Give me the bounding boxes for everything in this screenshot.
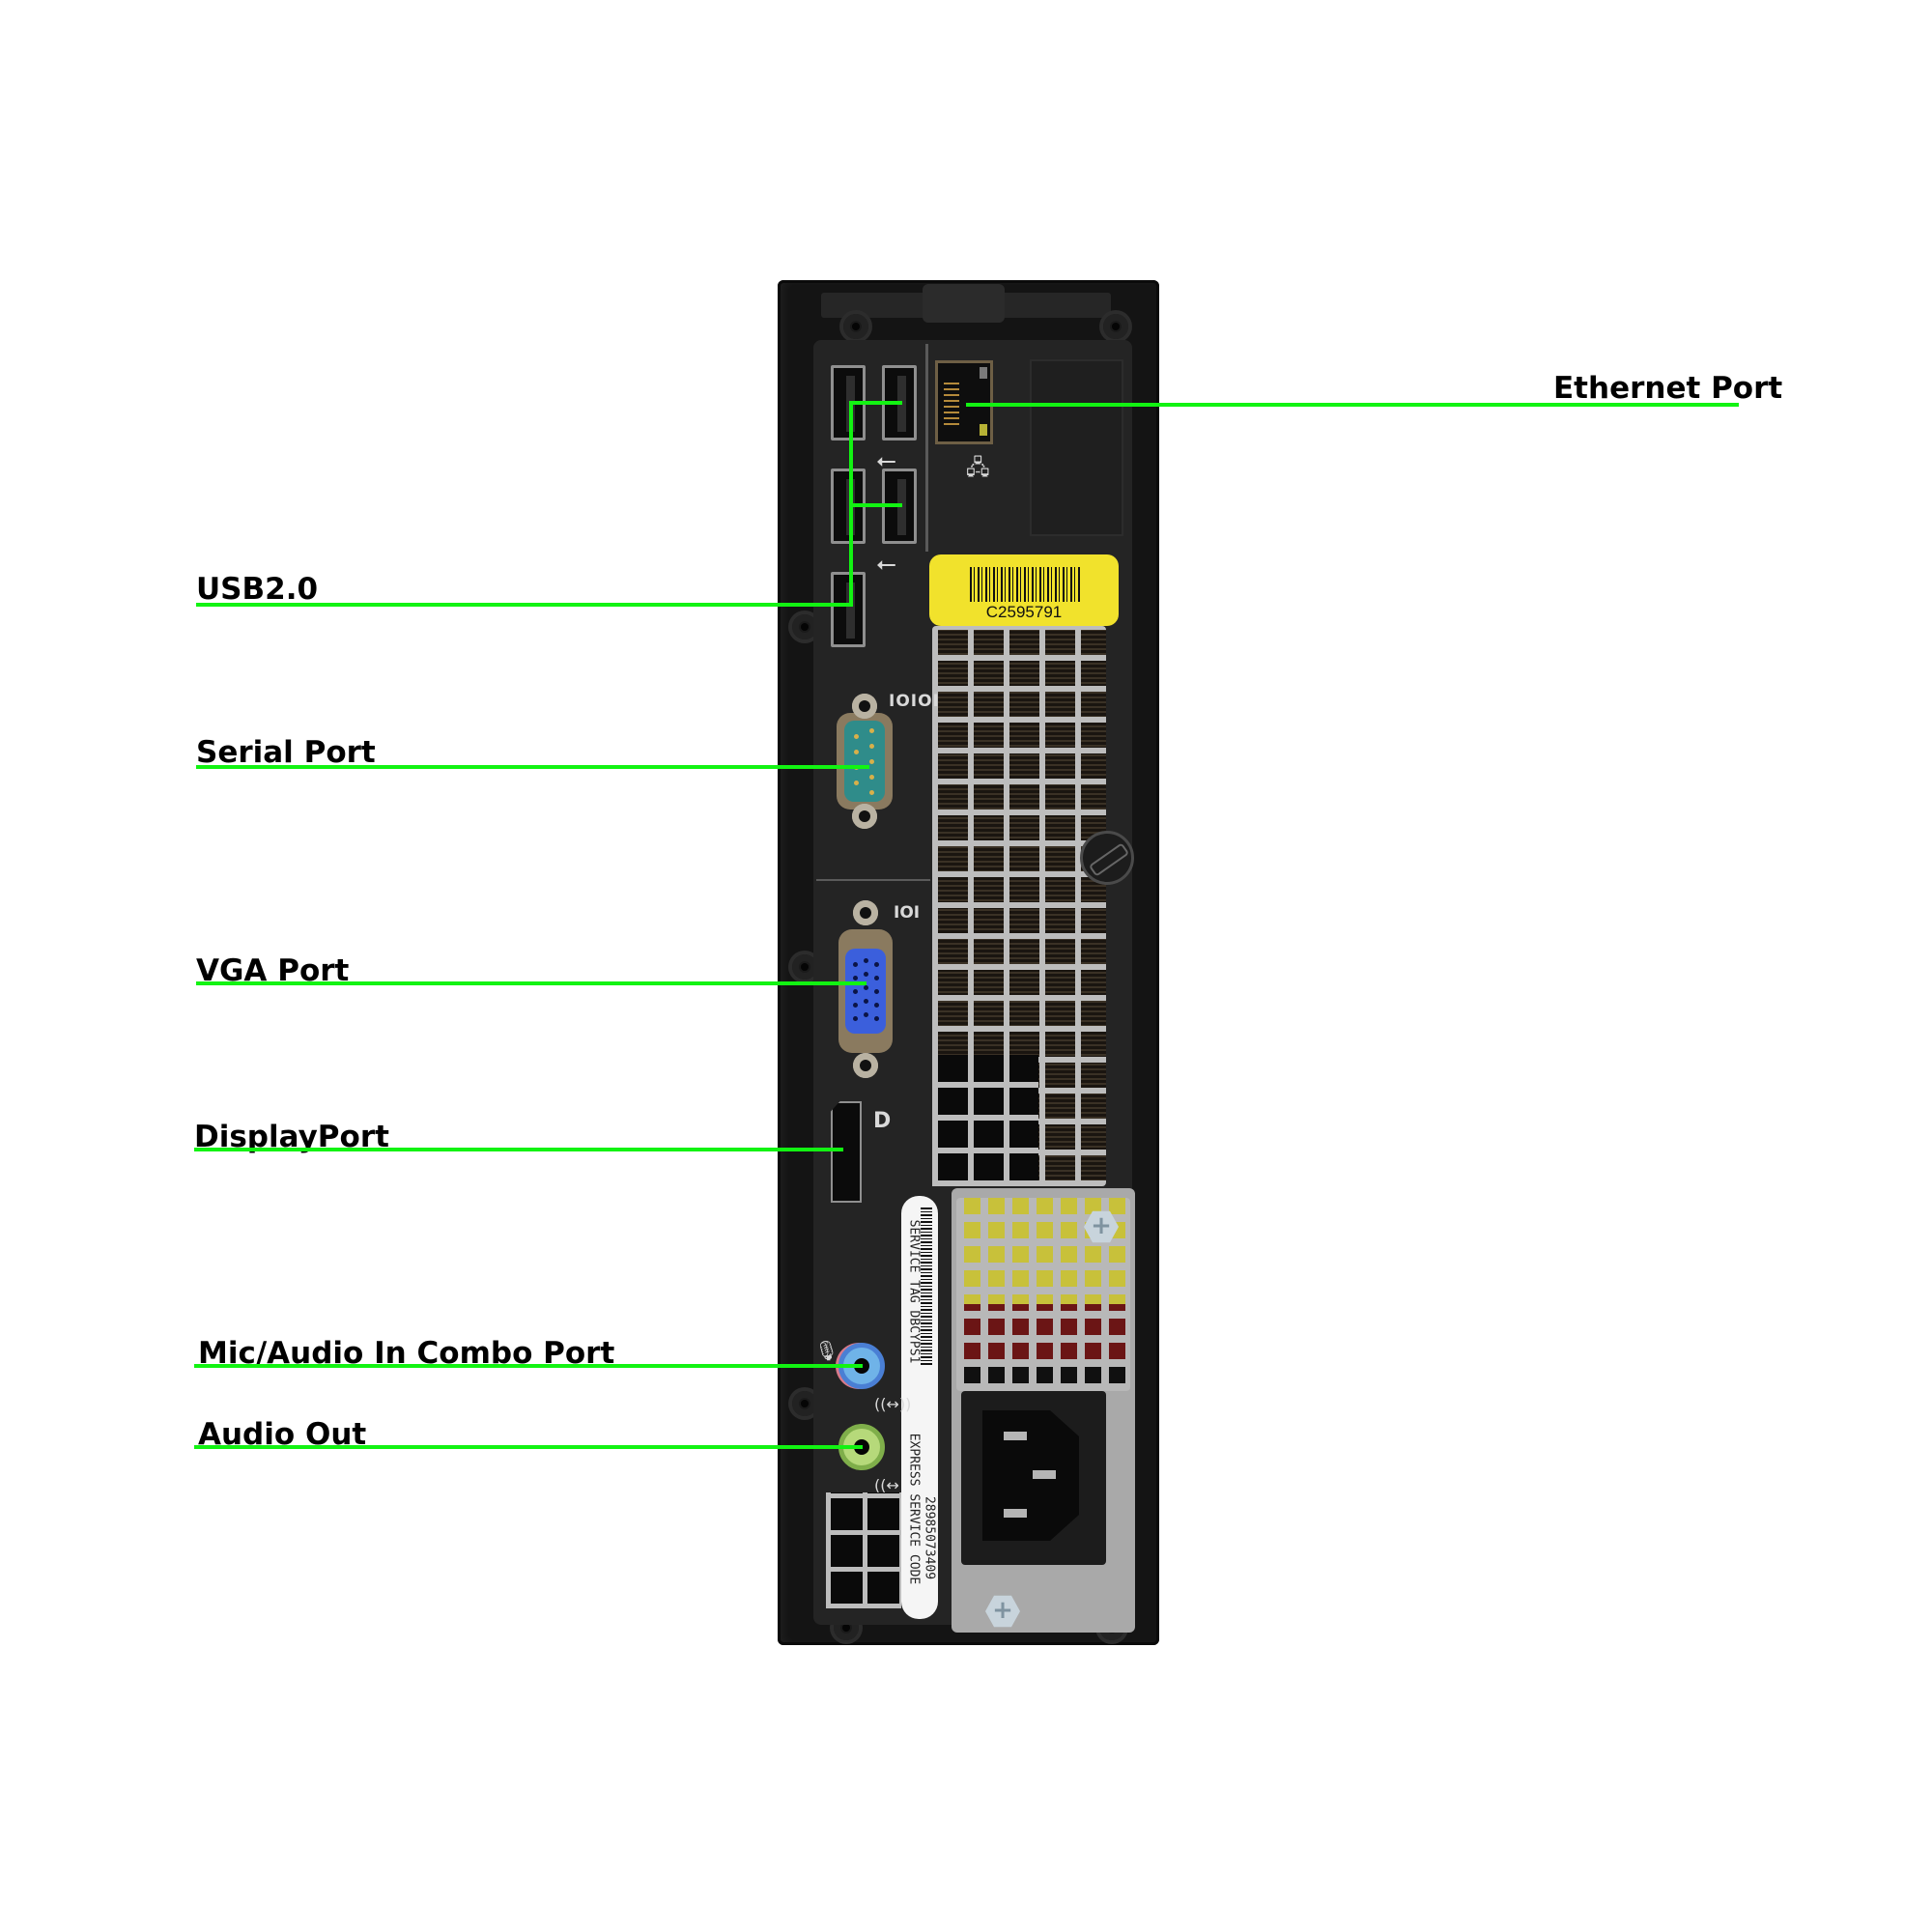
link-led <box>980 367 987 379</box>
serial-connector-face <box>844 721 885 802</box>
callout-label-audio-out: Audio Out <box>198 1417 367 1452</box>
vga-port[interactable] <box>837 900 895 1082</box>
power-inlet[interactable] <box>961 1391 1106 1565</box>
callout-label-usb: USB2.0 <box>196 572 319 607</box>
usb-icon: ⭠ <box>876 446 896 475</box>
callout-line-ethernet <box>966 403 1739 407</box>
callout-label-displayport: DisplayPort <box>194 1120 389 1154</box>
callout-line-usb <box>196 603 853 607</box>
screw-hole-icon <box>843 314 868 339</box>
vent-grille-lower <box>932 1055 1038 1186</box>
screw-hole-icon <box>792 954 817 980</box>
callout-line-mic <box>194 1364 863 1368</box>
usb-port[interactable] <box>831 572 866 647</box>
vent-grille-bottom <box>826 1492 901 1608</box>
callout-line-vga <box>196 981 867 985</box>
top-latch <box>923 284 1005 323</box>
service-tag-text: SERVICE TAG DBCYPS1 <box>906 1219 922 1364</box>
headphone-icon: ((↔ <box>874 1476 899 1494</box>
service-tag-sticker: SERVICE TAG DBCYPS1 EXPRESS SERVICE CODE… <box>901 1196 938 1619</box>
standoff-nut <box>852 804 877 829</box>
usb-icon: ⭠ <box>876 550 896 579</box>
asset-label-text: C2595791 <box>985 603 1063 621</box>
screw-hole-icon <box>792 614 817 639</box>
displayport-port[interactable] <box>831 1101 862 1203</box>
callout-line-usb-branch <box>849 401 902 405</box>
expansion-cover-plate <box>1030 359 1123 536</box>
iec-c14-socket <box>982 1410 1079 1541</box>
callout-line-serial <box>196 765 869 769</box>
ethernet-port[interactable] <box>935 360 993 444</box>
vga-icon: IOI <box>894 903 921 923</box>
divider <box>925 344 928 552</box>
vent-grille <box>932 626 1106 1186</box>
barcode <box>970 567 1081 602</box>
audio-in-icon: ((↔)) <box>874 1395 912 1413</box>
callout-line-displayport <box>194 1148 843 1151</box>
standoff-nut <box>852 694 877 719</box>
barcode <box>921 1206 932 1365</box>
callout-label-mic: Mic/Audio In Combo Port <box>198 1336 615 1371</box>
standoff-nut <box>853 900 878 925</box>
callout-label-vga: VGA Port <box>196 953 350 988</box>
callout-label-serial: Serial Port <box>196 735 376 770</box>
asset-label: C2595791 <box>929 554 1119 626</box>
displayport-icon: D <box>873 1109 892 1133</box>
thumbscrew-icon[interactable] <box>1080 831 1134 885</box>
activity-led <box>980 424 987 436</box>
rj45-contacts <box>944 383 959 429</box>
screw-hole-icon <box>792 1391 817 1416</box>
callout-line-usb-branch <box>849 503 902 507</box>
express-service-code-value: 28985073409 <box>922 1495 937 1580</box>
callout-line-audio-out <box>194 1445 863 1449</box>
network-icon: 🖧 <box>966 456 990 480</box>
vga-connector-face <box>845 949 886 1034</box>
screw-hole-icon <box>1103 314 1128 339</box>
microphone-icon: 🎙 <box>814 1339 839 1362</box>
express-service-code-label: EXPRESS SERVICE CODE <box>906 1433 922 1585</box>
serial-port[interactable] <box>837 694 893 829</box>
callout-label-ethernet: Ethernet Port <box>1553 371 1783 406</box>
divider <box>816 879 930 881</box>
standoff-nut <box>853 1053 878 1078</box>
serial-icon: IOIOI <box>889 692 940 711</box>
